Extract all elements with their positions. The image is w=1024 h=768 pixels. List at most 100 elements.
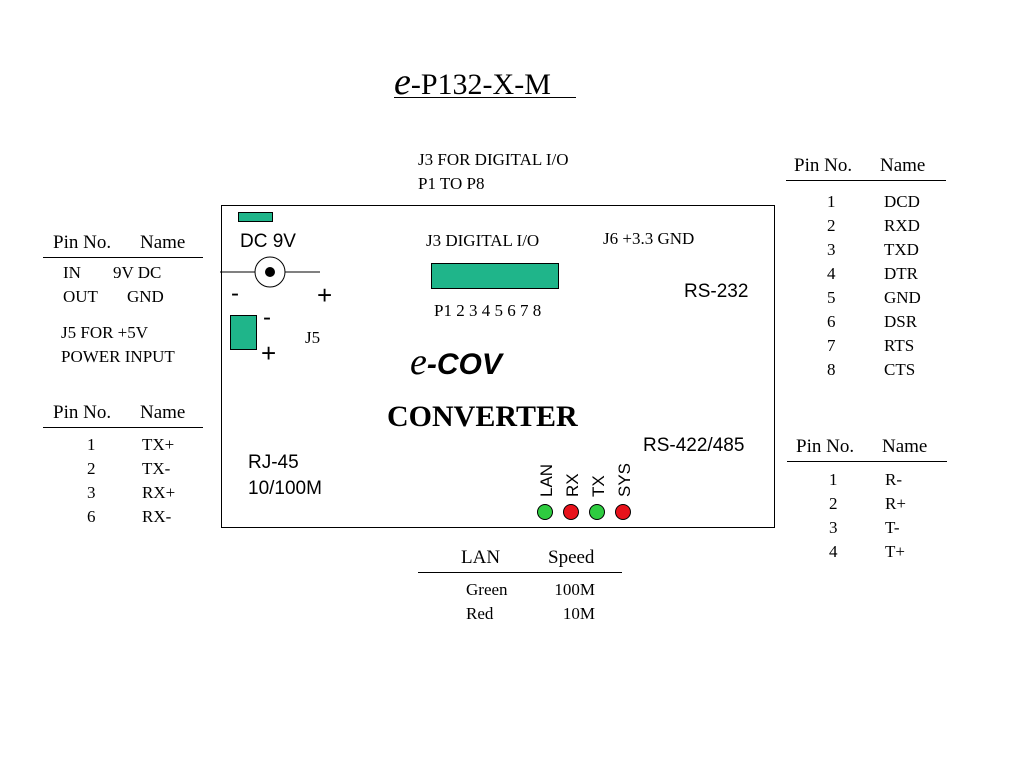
table-cell: RXD xyxy=(884,216,920,235)
table-cell: 2 xyxy=(829,494,838,513)
logo-prefix: e xyxy=(410,341,427,383)
rs422-table-header-name: Name xyxy=(882,436,928,457)
rs232-port-label: RS-232 xyxy=(684,281,749,302)
table-cell: 2 xyxy=(87,459,96,478)
table-cell: 1 xyxy=(87,435,96,454)
j5-note-line2: POWER INPUT xyxy=(61,347,175,366)
power-table-header-name: Name xyxy=(140,232,186,253)
j3-note-line2: P1 TO P8 xyxy=(418,174,485,193)
table-cell: 6 xyxy=(827,312,836,331)
power-row2-name: GND xyxy=(127,287,164,306)
led-label-lan: LAN xyxy=(537,463,556,497)
j5-note-line1: J5 FOR +5V xyxy=(61,323,149,342)
table-cell: T+ xyxy=(885,542,905,561)
j3-pin-labels: P1 2 3 4 5 6 7 8 xyxy=(434,301,542,320)
rs232-name-column: DCD RXD TXD DTR GND DSR RTS CTS xyxy=(884,190,921,382)
led-label-rx: RX xyxy=(563,473,582,497)
dc-label: DC 9V xyxy=(240,231,296,252)
j3-note-line1: J3 FOR DIGITAL I/O xyxy=(418,150,569,169)
table-cell: RTS xyxy=(884,336,915,355)
table-cell: R+ xyxy=(885,494,906,513)
table-cell: 2 xyxy=(827,216,836,235)
rs422-pin-column: 1 2 3 4 xyxy=(829,468,838,564)
power-table-header-pin: Pin No. xyxy=(53,232,112,253)
e-cov-logo: e-COV xyxy=(410,340,502,384)
led-label-tx: TX xyxy=(589,475,608,497)
rj45-name-column: TX+ TX- RX+ RX- xyxy=(142,433,175,529)
j5-label: J5 xyxy=(305,328,321,347)
table-cell: T- xyxy=(885,518,900,537)
power-row1-name: 9V DC xyxy=(113,263,162,282)
dc-jack-pin xyxy=(265,267,275,277)
table-cell: TX+ xyxy=(142,435,175,454)
rs232-table-header-name: Name xyxy=(880,155,926,176)
table-cell: 7 xyxy=(827,336,836,355)
rs422-port-label: RS-422/485 xyxy=(643,435,745,456)
power-row2-pin: OUT xyxy=(63,287,98,306)
rs422-table-divider xyxy=(787,461,947,462)
rj45-label-line2: 10/100M xyxy=(248,478,322,499)
led-label-sys: SYS xyxy=(615,462,634,497)
dc-jack-symbol xyxy=(220,256,320,288)
rj45-label-line1: RJ-45 xyxy=(248,452,299,473)
rj45-pin-column: 1 2 3 6 xyxy=(87,433,96,529)
lan-table-divider xyxy=(418,572,622,573)
j5-connector xyxy=(230,315,257,350)
table-cell: Red xyxy=(466,604,494,623)
table-cell: 3 xyxy=(87,483,96,502)
table-cell: DSR xyxy=(884,312,918,331)
led-lan xyxy=(537,504,553,520)
rj45-table-header-pin: Pin No. xyxy=(53,402,112,423)
title-underline xyxy=(394,97,576,98)
table-cell: 100M xyxy=(554,580,595,599)
table-cell: Green xyxy=(466,580,508,599)
title-text: -P132-X-M xyxy=(410,68,551,101)
rj45-table-header-name: Name xyxy=(140,402,186,423)
rs232-pin-column: 1 2 3 4 5 6 7 8 xyxy=(827,190,836,382)
j3-connector xyxy=(431,263,559,289)
title-prefix: e xyxy=(394,61,411,103)
rs422-name-column: R- R+ T- T+ xyxy=(885,468,906,564)
table-cell: 3 xyxy=(829,518,838,537)
j6-label: J6 +3.3 GND xyxy=(603,229,695,248)
table-cell: 4 xyxy=(827,264,836,283)
rs232-table-divider xyxy=(786,180,946,181)
j3-label: J3 DIGITAL I/O xyxy=(426,231,540,250)
table-cell: RX+ xyxy=(142,483,176,502)
lan-speed-column: 100M 10M xyxy=(549,578,595,626)
table-cell: GND xyxy=(884,288,921,307)
table-cell: 1 xyxy=(829,470,838,489)
dc-minus-label: - xyxy=(231,280,239,307)
led-sys xyxy=(615,504,631,520)
power-table-divider xyxy=(43,257,203,258)
j5-plus-label: + xyxy=(261,338,277,368)
led-tx xyxy=(589,504,605,520)
led-rx xyxy=(563,504,579,520)
rj45-table-divider xyxy=(43,427,203,428)
table-cell: 10M xyxy=(562,604,595,623)
j5-minus-label: - xyxy=(263,304,271,331)
converter-board xyxy=(221,205,775,528)
lan-table-header-lan: LAN xyxy=(461,547,501,568)
logo-text: -COV xyxy=(426,348,502,381)
table-cell: CTS xyxy=(884,360,916,379)
lan-color-column: Green Red xyxy=(466,578,508,626)
table-cell: 5 xyxy=(827,288,836,307)
table-cell: RX- xyxy=(142,507,172,526)
table-cell: DTR xyxy=(884,264,918,283)
page-title: e-P132-X-M xyxy=(394,60,551,104)
table-cell: TX- xyxy=(142,459,171,478)
rs232-table-header-pin: Pin No. xyxy=(794,155,853,176)
dc-connector-tab xyxy=(238,212,273,222)
table-cell: 6 xyxy=(87,507,96,526)
converter-title: CONVERTER xyxy=(387,400,578,433)
table-cell: 3 xyxy=(827,240,836,259)
lan-table-header-speed: Speed xyxy=(548,547,595,568)
dc-plus-label: + xyxy=(317,280,333,310)
table-cell: DCD xyxy=(884,192,920,211)
table-cell: 8 xyxy=(827,360,836,379)
table-cell: 4 xyxy=(829,542,838,561)
rs422-table-header-pin: Pin No. xyxy=(796,436,855,457)
table-cell: TXD xyxy=(884,240,919,259)
table-cell: 1 xyxy=(827,192,836,211)
